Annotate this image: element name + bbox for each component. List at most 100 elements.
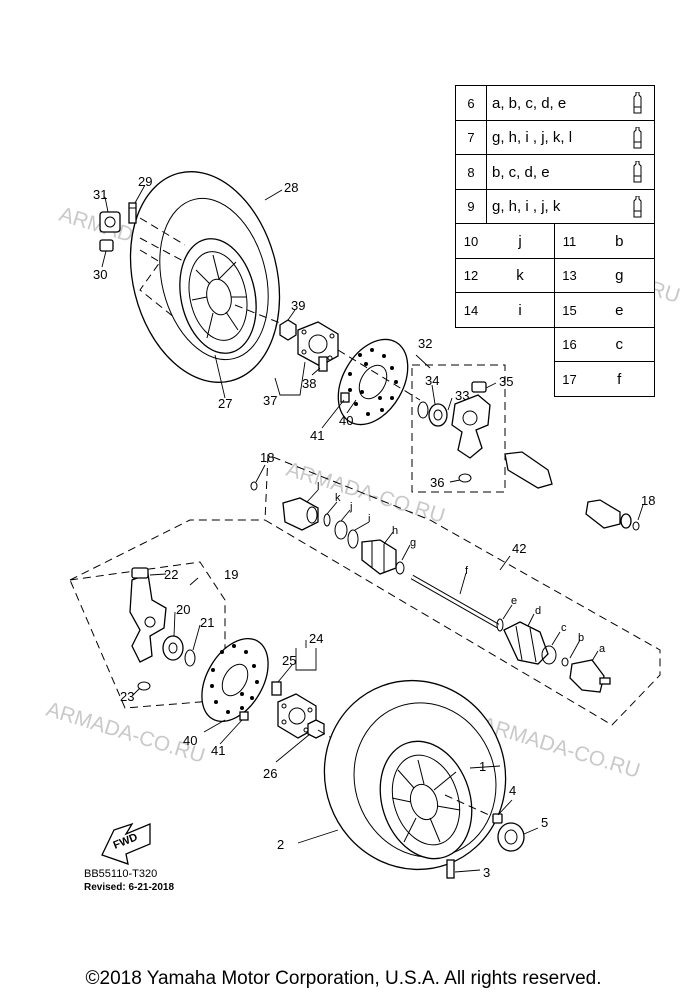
legend-row-number: 6 (456, 86, 487, 120)
callout-40: 40 (339, 413, 353, 428)
callout-34: 34 (425, 373, 439, 388)
knuckle-group-box (411, 364, 506, 493)
callout-37: 37 (263, 393, 277, 408)
legend-cell: 16 c (553, 326, 655, 363)
bearing (428, 403, 448, 427)
callout-35: 35 (499, 374, 513, 389)
assembly-line (139, 217, 186, 319)
callout-21: 21 (200, 615, 214, 630)
copyright-notice: ©2018 Yamaha Motor Corporation, U.S.A. A… (85, 968, 602, 989)
callout-24: 24 (309, 631, 323, 646)
legend-cell: 11 b (553, 223, 655, 259)
legend-cell: 13 g (553, 257, 655, 294)
legend-cell: 17 f (553, 361, 655, 397)
assembly-line (69, 519, 265, 581)
disc-bolt (239, 711, 249, 721)
outer-boot (503, 621, 549, 665)
callout-41: 41 (211, 743, 225, 758)
callout-4: 4 (509, 783, 516, 798)
wheel-cap (497, 822, 525, 852)
drive-shaft (410, 574, 500, 629)
outer-clip-small (561, 657, 569, 667)
legend-cell: 12 k (455, 257, 555, 294)
legend-cell-letter: g (615, 267, 624, 284)
outer-joint (569, 659, 611, 693)
callout-25: 25 (282, 653, 296, 668)
callout-33: 33 (455, 388, 469, 403)
lower-brake-disc (201, 637, 269, 723)
oring (250, 481, 258, 491)
grease-tube-icon (633, 161, 642, 183)
legend-row-parts: a, b, c, d, e (492, 94, 567, 112)
lower-hub (277, 693, 317, 739)
lower-wheel-rim (379, 740, 473, 860)
callout-numbers: 1 2 3 4 5 18 18 19 20 21 22 23 24 25 26 … (93, 174, 655, 880)
callout-18: 18 (260, 450, 274, 465)
legend-cell-number: 14 (463, 302, 479, 318)
callout-29: 29 (138, 174, 152, 189)
upper-wheel-rim (179, 238, 257, 354)
outer-clip (496, 618, 504, 632)
legend-cell-letter: i (518, 301, 522, 319)
legend-cell-letter: k (516, 267, 524, 284)
legend-cell-number: 10 (463, 233, 479, 249)
callout-3: 3 (483, 865, 490, 880)
legend-row-parts: g, h, i , j, k (492, 198, 561, 215)
letter-c: c (561, 622, 567, 634)
revision-date: Revised: 6-21-2018 (84, 882, 175, 893)
wheel-cap (99, 211, 121, 233)
outer-band (541, 645, 557, 665)
wheel-stud (128, 202, 137, 224)
legend-cell-letter: b (615, 232, 624, 250)
legend-row-parts: g, h, i , j, k, l (492, 129, 573, 146)
assembly-line (444, 794, 501, 821)
circlip (184, 649, 196, 667)
legend-row: 8 b, c, d, e (455, 154, 655, 190)
wheel-nut (492, 813, 503, 824)
hub-nut (307, 719, 325, 739)
upper-knuckle (451, 381, 491, 459)
wheel-stud (446, 859, 455, 879)
inner-joint (282, 497, 319, 531)
fwd-arrow-icon: FWD (101, 822, 151, 865)
callout-18: 18 (641, 493, 655, 508)
hub-bolt (318, 356, 328, 372)
legend-row-number: 9 (456, 189, 487, 224)
callout-22: 22 (164, 567, 178, 582)
legend-cell-letter: j (518, 232, 522, 250)
circlip (417, 401, 429, 419)
oring (632, 521, 640, 531)
oring (137, 681, 151, 691)
legend-cell-number: 17 (562, 371, 577, 387)
legend-row-parts: b, c, d, e (492, 163, 550, 181)
inner-band-small (395, 561, 405, 575)
letter-g: g (410, 537, 416, 549)
callout-39: 39 (291, 298, 305, 313)
callout-30: 30 (93, 267, 107, 282)
letter-l: l (317, 481, 319, 493)
legend-cell-letter: e (615, 301, 624, 319)
letter-b: b (578, 632, 584, 644)
callout-38: 38 (302, 376, 316, 391)
letter-f: f (465, 565, 469, 577)
callout-28: 28 (284, 180, 298, 195)
wheel-nut (99, 239, 114, 252)
legend-cell-number: 11 (562, 233, 577, 249)
letter-d: d (535, 605, 541, 617)
callout-31: 31 (93, 187, 107, 202)
grease-tube-icon (633, 126, 642, 148)
diagram-code: BB55110-T320 (84, 868, 158, 880)
letter-i: i (368, 513, 370, 525)
callout-20: 20 (176, 602, 190, 617)
callout-40: 40 (183, 733, 197, 748)
hub-bolt (271, 681, 282, 696)
inner-boot (361, 539, 397, 575)
grease-tube-icon (633, 92, 642, 114)
legend-row: 9 g, h, i , j, k (455, 188, 655, 225)
leader-lines (101, 184, 644, 873)
callout-5: 5 (541, 815, 548, 830)
assembly-line (234, 304, 286, 326)
callout-19: 19 (224, 567, 238, 582)
legend-cell: 15 e (553, 292, 655, 328)
